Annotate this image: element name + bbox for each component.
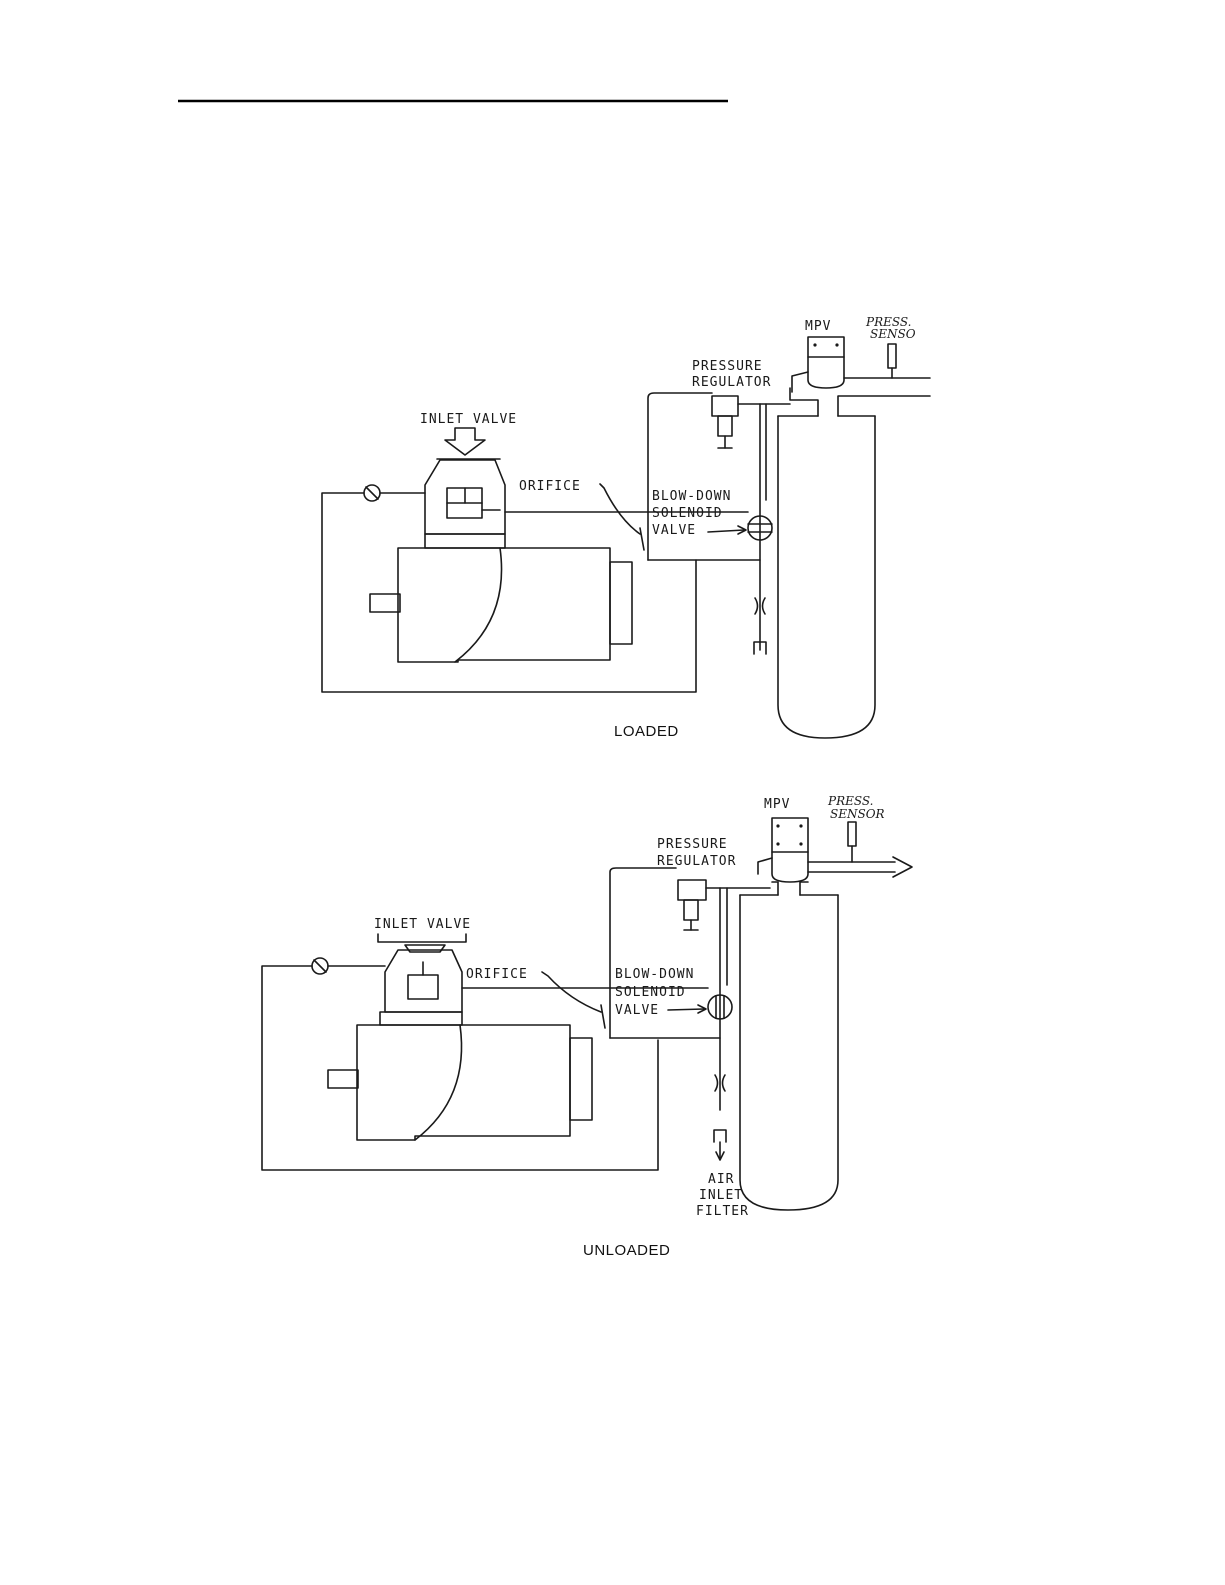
loaded-press-sensor	[888, 344, 896, 368]
loaded-orifice-label: ORIFICE	[519, 479, 581, 494]
unloaded-inlet-valve-piston	[408, 975, 438, 999]
loaded-inlet-arrow-icon	[445, 428, 485, 455]
loaded-blowdown-label-2: SOLENOID	[652, 506, 723, 521]
unloaded-pressure-regulator	[678, 880, 706, 900]
loaded-press-sensor-label-2: SENSO	[870, 327, 916, 341]
unloaded-press-sensor	[848, 822, 856, 846]
unloaded-valve-base	[380, 1012, 462, 1025]
loaded-return-line	[322, 493, 696, 692]
loaded-mpv-label: MPV	[805, 319, 831, 334]
unloaded-compressor-curve	[415, 1025, 462, 1140]
unloaded-press-sensor-label-2: SENSOR	[830, 807, 885, 821]
loaded-mpv-body	[808, 357, 844, 388]
unloaded-outlet-arrow-icon	[893, 857, 912, 877]
unloaded-mpv-label: MPV	[764, 797, 790, 812]
unloaded-orifice-mark	[601, 1005, 605, 1028]
loaded-compressor-end	[610, 562, 632, 644]
loaded-pressure-regulator	[712, 396, 738, 416]
unloaded-air-filter-label-1: AIR	[708, 1172, 734, 1187]
unloaded-mpv-cap	[772, 818, 808, 852]
unloaded-mpv-body	[772, 852, 808, 882]
unloaded-air-filter-label-2: INLET	[699, 1188, 743, 1203]
loaded-mpv-cap	[808, 337, 844, 357]
loaded-receiver-tank	[778, 416, 875, 738]
loaded-blowdown-label-1: BLOW-DOWN	[652, 489, 731, 504]
unloaded-inlet-valve-label: INLET VALVE	[374, 917, 471, 932]
loaded-blowdown-label-3: VALVE	[652, 523, 696, 538]
loaded-diagram: MPV PRESS. SENSO PRESSURE REGULATOR INLE…	[322, 315, 930, 740]
loaded-compressor-body	[398, 548, 610, 662]
unloaded-diagram: MPV PRESS. SENSOR PRESSURE REGULATOR INL…	[262, 794, 912, 1259]
unloaded-pressure-regulator-label-1: PRESSURE	[657, 837, 728, 852]
unloaded-press-sensor-label-1: PRESS.	[827, 794, 874, 808]
unloaded-pressure-regulator-label-2: REGULATOR	[657, 854, 736, 869]
unloaded-blowdown-label-1: BLOW-DOWN	[615, 967, 694, 982]
unloaded-inlet-valve-body	[385, 950, 462, 1012]
unloaded-blowdown-label-3: VALVE	[615, 1003, 659, 1018]
unloaded-shaft	[328, 1070, 358, 1088]
unloaded-blowdown-label-2: SOLENOID	[615, 985, 686, 1000]
unloaded-compressor-end	[570, 1038, 592, 1120]
unloaded-air-filter-label-3: FILTER	[696, 1204, 749, 1219]
loaded-valve-base	[425, 534, 505, 548]
loaded-caption: LOADED	[614, 723, 679, 740]
unloaded-caption: UNLOADED	[583, 1242, 670, 1259]
loaded-orifice-mark	[640, 528, 644, 550]
loaded-pressure-regulator-label-1: PRESSURE	[692, 359, 763, 374]
unloaded-inlet-cap	[405, 945, 445, 952]
loaded-compressor-curve	[455, 548, 502, 662]
loaded-shaft	[370, 594, 400, 612]
unloaded-receiver-tank	[740, 895, 838, 1210]
loaded-inlet-valve-label: INLET VALVE	[420, 412, 517, 427]
loaded-pressure-regulator-label-2: REGULATOR	[692, 375, 771, 390]
unloaded-orifice-label: ORIFICE	[466, 967, 528, 982]
unloaded-compressor-body	[357, 1025, 570, 1140]
